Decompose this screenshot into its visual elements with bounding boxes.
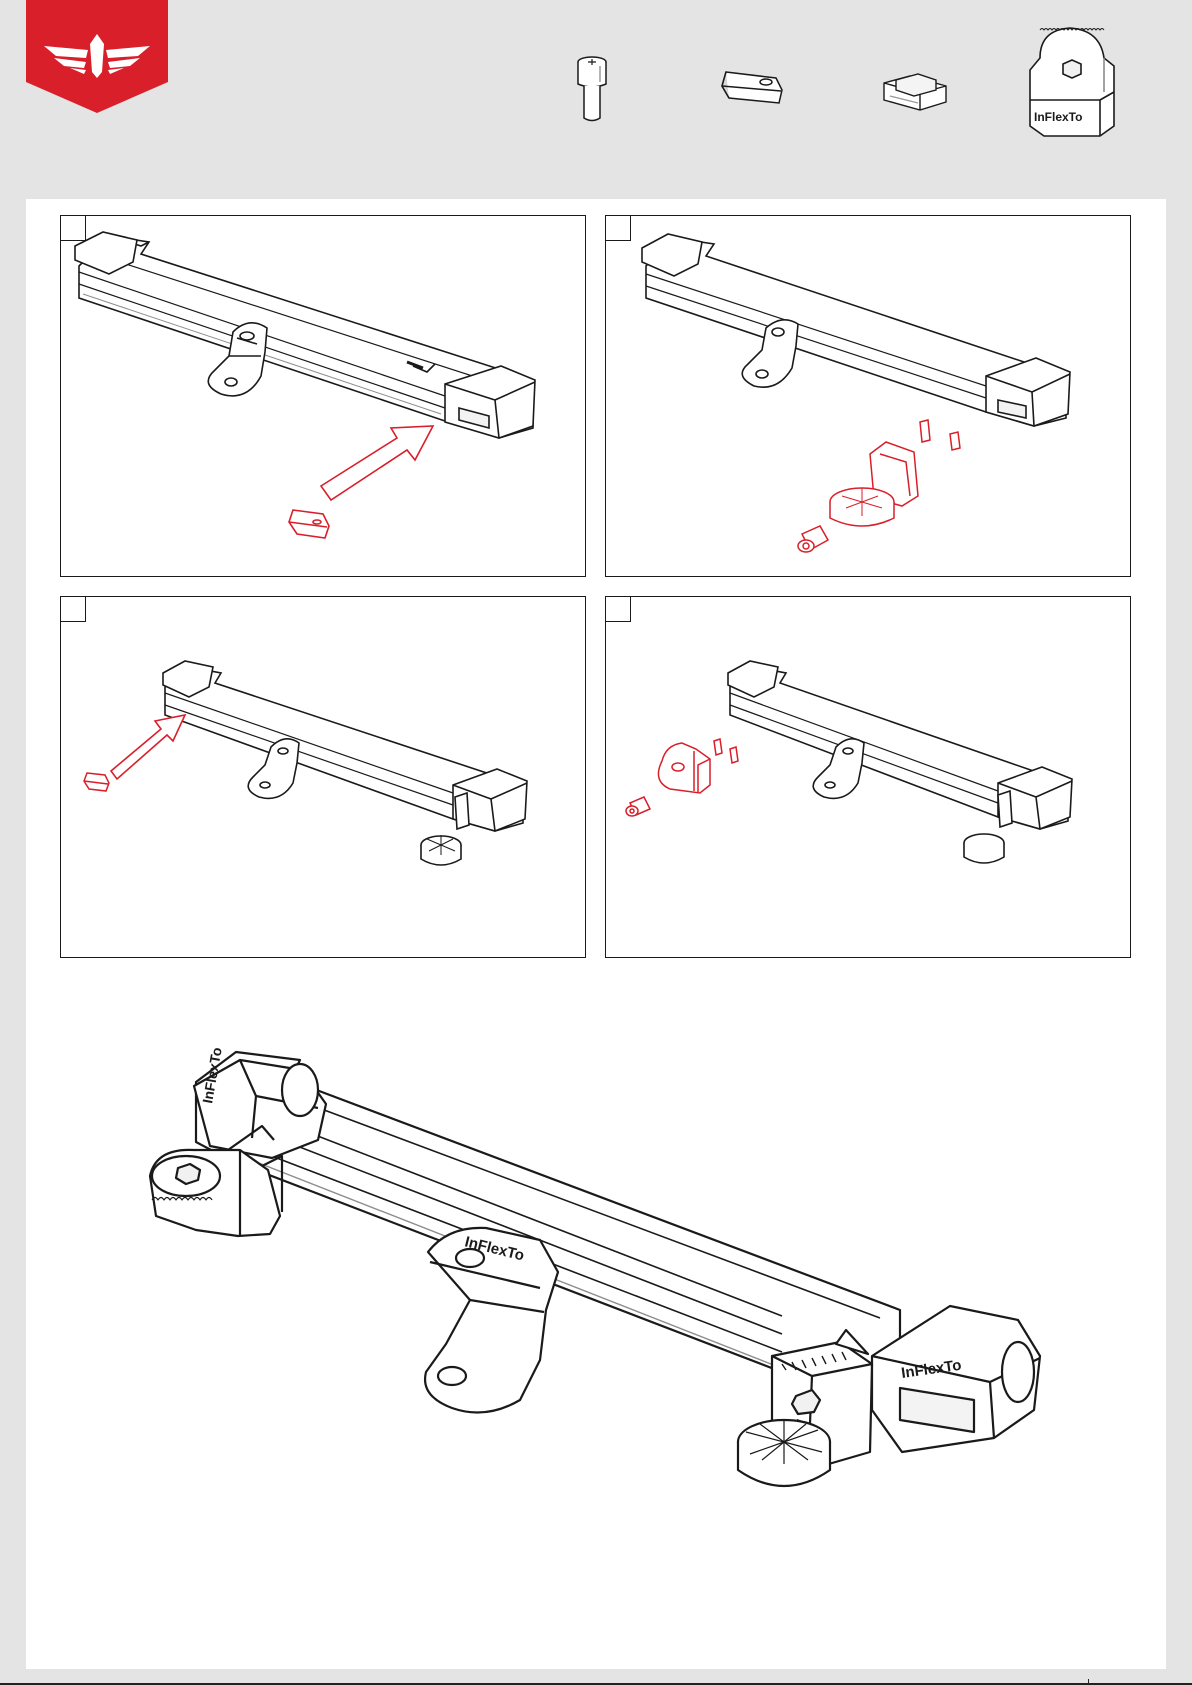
step-panel-3 bbox=[60, 596, 586, 958]
ratchet-knob-clamp-icon: InFlexTo bbox=[1030, 28, 1114, 136]
slot-nut-icon bbox=[722, 72, 782, 103]
insert-direction-arrow bbox=[321, 426, 433, 500]
clamp-block-icon bbox=[884, 74, 946, 110]
parts-row: InFlexTo bbox=[0, 0, 1192, 190]
step-1-illustration bbox=[61, 216, 585, 576]
slot-nut-highlight bbox=[84, 773, 109, 791]
rail-assembly bbox=[163, 661, 527, 865]
step-2-illustration bbox=[606, 216, 1130, 576]
step-panel-1 bbox=[60, 215, 586, 577]
footer-tick bbox=[1088, 1679, 1089, 1685]
rail-assembly bbox=[642, 234, 1070, 426]
rail-assembly bbox=[75, 232, 535, 438]
insert-direction-arrow bbox=[111, 715, 185, 779]
ratchet-clamp-highlight bbox=[626, 739, 738, 816]
cap-screw-icon bbox=[578, 57, 606, 121]
rail-assembly bbox=[728, 661, 1072, 863]
svg-text:InFlexTo: InFlexTo bbox=[1034, 110, 1082, 124]
step-panel-2 bbox=[605, 215, 1131, 577]
step-4-illustration bbox=[606, 597, 1130, 957]
step-panel-4 bbox=[605, 596, 1131, 958]
slot-nut-highlight bbox=[289, 510, 329, 538]
step-3-illustration bbox=[61, 597, 585, 957]
ratchet-clamp-highlight bbox=[798, 420, 960, 552]
